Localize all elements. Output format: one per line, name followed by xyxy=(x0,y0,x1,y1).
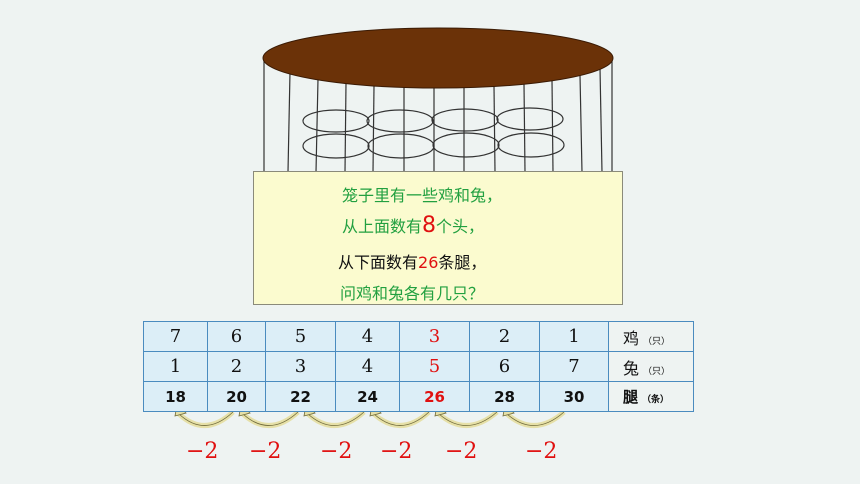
difference-label: −2 xyxy=(320,439,353,464)
table-cell: 18 xyxy=(143,381,208,412)
problem-line-3-text: 从下面数有 xyxy=(338,253,419,272)
row-label-unit: （只） xyxy=(643,366,671,377)
table-cell: 20 xyxy=(207,381,266,412)
row-label-text: 兔 xyxy=(623,358,640,378)
table-cell: 5 xyxy=(399,351,470,382)
table-cell: 7 xyxy=(539,351,609,382)
curve-arrow-outline xyxy=(178,411,234,426)
table-cell: 3 xyxy=(265,351,336,382)
curve-arrow-outline xyxy=(373,411,430,426)
difference-label: −2 xyxy=(380,439,413,464)
row-label: 腿（条） xyxy=(608,381,694,412)
table-cell: 4 xyxy=(335,321,400,352)
table-cell: 6 xyxy=(207,321,266,352)
difference-label: −2 xyxy=(186,439,219,464)
difference-label: −2 xyxy=(445,439,478,464)
table-cell: 28 xyxy=(469,381,540,412)
table-cell: 1 xyxy=(539,321,609,352)
cage-bars xyxy=(263,58,613,173)
table-cell: 22 xyxy=(265,381,336,412)
heads-number: 8 xyxy=(422,213,437,238)
table-cell: 4 xyxy=(335,351,400,382)
problem-line-3-tail: 条腿， xyxy=(438,253,487,272)
cage-ellipses xyxy=(302,107,565,159)
table-cell: 24 xyxy=(335,381,400,412)
row-label-text: 腿 xyxy=(623,388,639,406)
row-label-unit: （只） xyxy=(643,336,671,347)
row-label-text: 鸡 xyxy=(623,328,640,348)
problem-box: 笼子里有一些鸡和兔， 从上面数有8个头， 从下面数有26条腿， 问鸡和兔各有几只… xyxy=(253,171,623,305)
problem-line-1: 笼子里有一些鸡和兔， xyxy=(342,186,503,205)
table-cell: 7 xyxy=(143,321,208,352)
row-label: 鸡（只） xyxy=(608,321,694,352)
table-cell: 6 xyxy=(469,351,540,382)
problem-line-3: 从下面数有26条腿， xyxy=(338,249,486,273)
cage-lid xyxy=(262,27,614,89)
curve-arrow-outline xyxy=(506,411,565,426)
legs-number: 26 xyxy=(418,253,439,272)
curve-arrow-outline xyxy=(307,411,365,426)
table-cell: 2 xyxy=(469,321,540,352)
table-cell: 3 xyxy=(399,321,470,352)
difference-label: −2 xyxy=(249,439,282,464)
row-label-unit: （条） xyxy=(642,395,670,405)
curve-arrow-outline xyxy=(438,411,498,426)
row-label: 兔（只） xyxy=(608,351,694,382)
table-cell: 30 xyxy=(539,381,609,412)
problem-line-4: 问鸡和兔各有几只？ xyxy=(340,284,485,303)
table-cell: 1 xyxy=(143,351,208,382)
table-cell: 5 xyxy=(265,321,336,352)
problem-line-2: 从上面数有8个头， xyxy=(342,213,484,238)
difference-label: −2 xyxy=(525,439,558,464)
table-cell: 26 xyxy=(399,381,470,412)
curve-arrow-outline xyxy=(242,411,299,426)
problem-line-2-text: 从上面数有 xyxy=(342,217,423,236)
table-cell: 2 xyxy=(207,351,266,382)
problem-line-2-tail: 个头， xyxy=(436,217,485,236)
